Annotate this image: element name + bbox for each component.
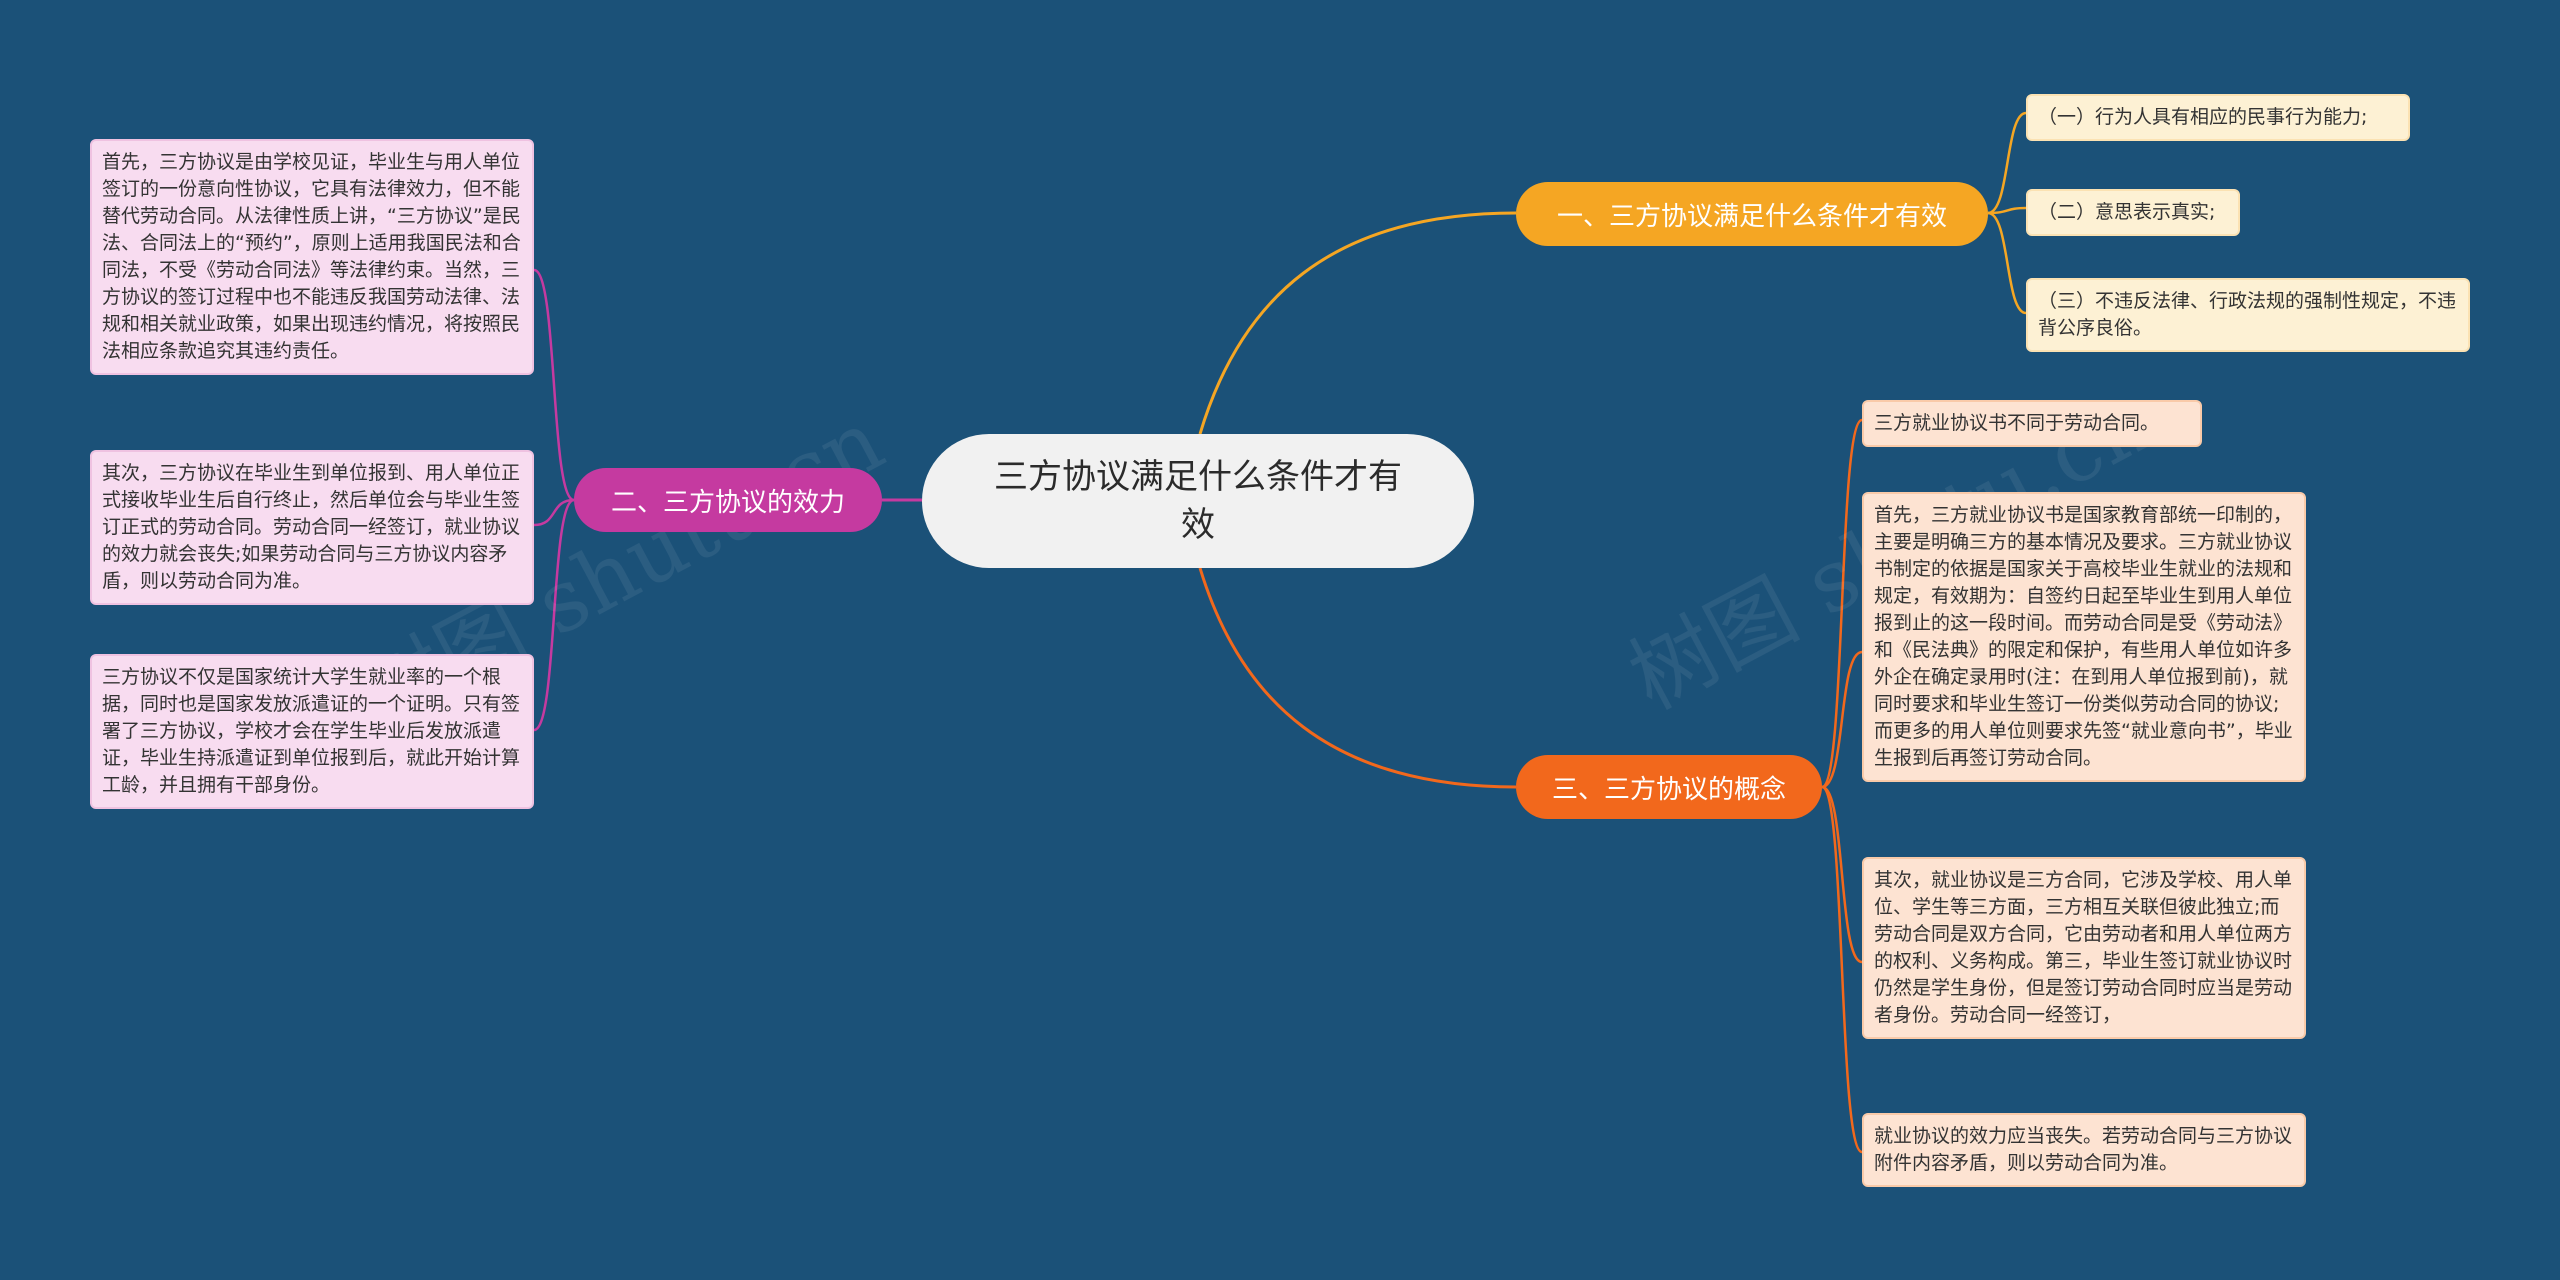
connector-branch-three-leaf-2 bbox=[1821, 650, 1863, 789]
leaf-effect-second[interactable]: 其次，三方协议在毕业生到单位报到、用人单位正式接收毕业生后自行终止，然后单位会与… bbox=[90, 450, 534, 605]
connector-branch-two-leaf-2 bbox=[533, 498, 575, 527]
connector-branch-two-leaf-3 bbox=[533, 498, 575, 732]
connector-branch-one-leaf-3 bbox=[1987, 211, 2027, 315]
connector-branch-one-leaf-2 bbox=[1987, 206, 2027, 215]
branch-conditions-label: 一、三方协议满足什么条件才有效 bbox=[1556, 201, 1947, 232]
connector-branch-one-leaf-1 bbox=[1987, 111, 2027, 215]
branch-concept[interactable]: 三、三方协议的概念 bbox=[1516, 755, 1822, 819]
leaf-condition-genuine-intent[interactable]: （二）意思表示真实; bbox=[2026, 189, 2240, 236]
leaf-effect-first[interactable]: 首先，三方协议是由学校见证，毕业生与用人单位签订的一份意向性协议，它具有法律效力… bbox=[90, 139, 534, 375]
leaf-concept-first[interactable]: 首先，三方就业协议书是国家教育部统一印制的，主要是明确三方的基本情况及要求。三方… bbox=[1862, 492, 2306, 782]
connector-root-to-branch-three bbox=[1198, 567, 1517, 789]
connector-root-to-branch-one bbox=[1198, 211, 1517, 435]
branch-concept-label: 三、三方协议的概念 bbox=[1551, 774, 1786, 805]
leaf-concept-second[interactable]: 其次，就业协议是三方合同，它涉及学校、用人单位、学生等三方面，三方相互关联但彼此… bbox=[1862, 857, 2306, 1039]
leaf-condition-capacity[interactable]: （一）行为人具有相应的民事行为能力; bbox=[2026, 94, 2410, 141]
central-topic-label: 三方协议满足什么条件才有效 bbox=[994, 457, 1402, 545]
leaf-concept-intro[interactable]: 三方就业协议书不同于劳动合同。 bbox=[1862, 400, 2202, 447]
leaf-effect-third[interactable]: 三方协议不仅是国家统计大学生就业率的一个根据，同时也是国家发放派遣证的一个证明。… bbox=[90, 654, 534, 809]
connector-branch-three-leaf-4 bbox=[1821, 785, 1863, 1154]
connector-branch-two-leaf-1 bbox=[533, 268, 575, 502]
connector-branch-three-leaf-1 bbox=[1821, 418, 1863, 789]
leaf-concept-third[interactable]: 就业协议的效力应当丧失。若劳动合同与三方协议附件内容矛盾，则以劳动合同为准。 bbox=[1862, 1113, 2306, 1187]
leaf-condition-legality[interactable]: （三）不违反法律、行政法规的强制性规定，不违背公序良俗。 bbox=[2026, 278, 2470, 352]
central-topic[interactable]: 三方协议满足什么条件才有效 bbox=[922, 434, 1474, 568]
branch-effect[interactable]: 二、三方协议的效力 bbox=[574, 468, 882, 532]
connector-branch-three-leaf-3 bbox=[1821, 785, 1863, 964]
branch-conditions[interactable]: 一、三方协议满足什么条件才有效 bbox=[1516, 182, 1988, 246]
branch-effect-label: 二、三方协议的效力 bbox=[610, 487, 845, 518]
